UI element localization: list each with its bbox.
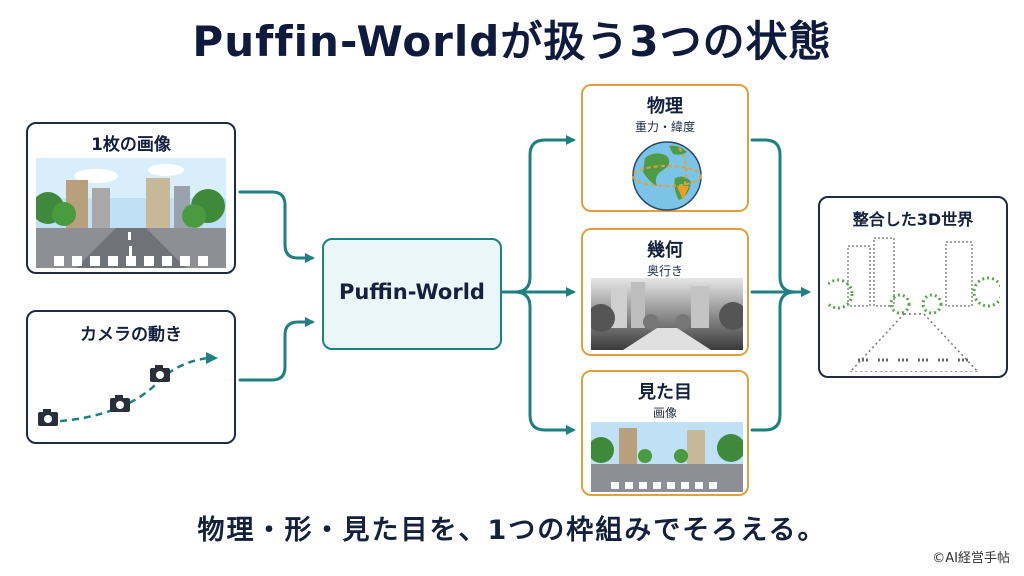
arrow-center-to-appearance xyxy=(501,290,576,435)
input-camera-label: カメラの動き xyxy=(80,325,182,345)
state-geometry-card: 幾何 奥行き xyxy=(581,228,749,356)
camera-icon xyxy=(38,409,58,426)
output-world-card: 整合した3D世界 xyxy=(818,196,1008,378)
street-photo xyxy=(591,422,743,492)
state-physics-card: 物理 重力・緯度 xyxy=(581,84,749,212)
arrow-camera-to-center xyxy=(238,317,315,382)
state-physics-label: 物理 xyxy=(647,96,683,117)
camera-icon xyxy=(110,395,130,412)
arrow-physics-to-output xyxy=(750,138,811,297)
arrow-center-to-physics xyxy=(501,135,576,294)
state-geometry-sub: 奥行き xyxy=(646,264,683,278)
state-appearance-card: 見た目 画像 xyxy=(581,370,749,496)
state-physics-sub: 重力・緯度 xyxy=(634,120,695,134)
input-image-card: 1枚の画像 xyxy=(26,122,236,274)
pointcloud-world xyxy=(828,237,1000,372)
camera-icon xyxy=(150,365,170,382)
output-label: 整合した3D世界 xyxy=(852,210,974,229)
page-title: Puffin-Worldが扱う3つの状態 xyxy=(192,17,832,66)
arrow-image-to-center xyxy=(238,190,315,263)
globe-icon xyxy=(632,141,702,211)
puffin-world-model: Puffin-World xyxy=(322,238,502,350)
input-image-label: 1枚の画像 xyxy=(91,135,171,155)
state-appearance-sub: 画像 xyxy=(652,406,677,420)
state-appearance-label: 見た目 xyxy=(638,382,692,403)
input-camera-card: カメラの動き xyxy=(26,310,236,444)
street-photo xyxy=(36,158,226,268)
camera-trajectory xyxy=(38,352,218,426)
model-label: Puffin-World xyxy=(339,280,485,304)
depth-map xyxy=(591,278,743,350)
state-geometry-label: 幾何 xyxy=(647,240,683,261)
tagline: 物理・形・見た目を、1つの枠組みでそろえる。 xyxy=(197,515,827,546)
arrow-appearance-to-output xyxy=(750,290,797,432)
credit: ©AI経営手帖 xyxy=(932,551,1010,566)
